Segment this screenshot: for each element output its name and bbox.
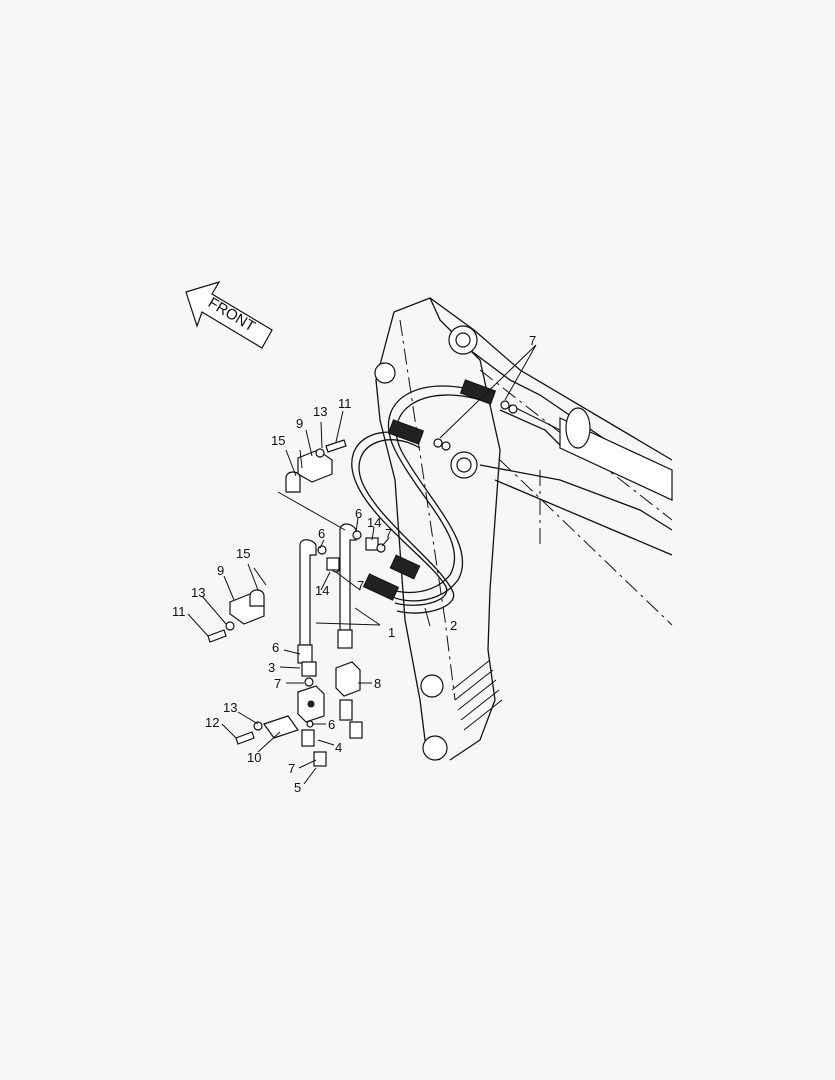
callout-7: 7 xyxy=(529,333,536,348)
callout-14: 14 xyxy=(315,583,329,598)
callout-9: 9 xyxy=(217,563,224,578)
callout-labels: 1 2 3 4 5 6 6 6 6 7 7 7 7 7 8 9 9 10 11 … xyxy=(172,333,536,795)
callout-13: 13 xyxy=(223,700,237,715)
callout-4: 4 xyxy=(335,740,342,755)
callout-3: 3 xyxy=(268,660,275,675)
callout-13: 13 xyxy=(313,404,327,419)
callout-14: 14 xyxy=(367,515,381,530)
callout-13: 13 xyxy=(191,585,205,600)
callout-6: 6 xyxy=(328,717,335,732)
callout-12: 12 xyxy=(205,715,219,730)
leader-lines xyxy=(187,344,537,785)
callout-8: 8 xyxy=(374,676,381,691)
callout-10: 10 xyxy=(247,750,261,765)
callout-15: 15 xyxy=(271,433,285,448)
front-arrow-icon: FRONT xyxy=(185,280,273,349)
callout-9: 9 xyxy=(296,416,303,431)
hose-assembly xyxy=(351,379,518,614)
boom-structure xyxy=(374,297,673,761)
callout-7: 7 xyxy=(274,676,281,691)
callout-6: 6 xyxy=(355,506,362,521)
callout-1: 1 xyxy=(388,625,395,640)
callout-5: 5 xyxy=(294,780,301,795)
callout-7: 7 xyxy=(357,578,364,593)
callout-11: 11 xyxy=(338,396,352,411)
callout-11: 11 xyxy=(172,604,186,619)
callout-15: 15 xyxy=(236,546,250,561)
callout-7: 7 xyxy=(385,526,392,541)
callout-2: 2 xyxy=(450,618,457,633)
callout-6: 6 xyxy=(272,640,279,655)
callout-6: 6 xyxy=(318,526,325,541)
callout-7: 7 xyxy=(288,761,295,776)
